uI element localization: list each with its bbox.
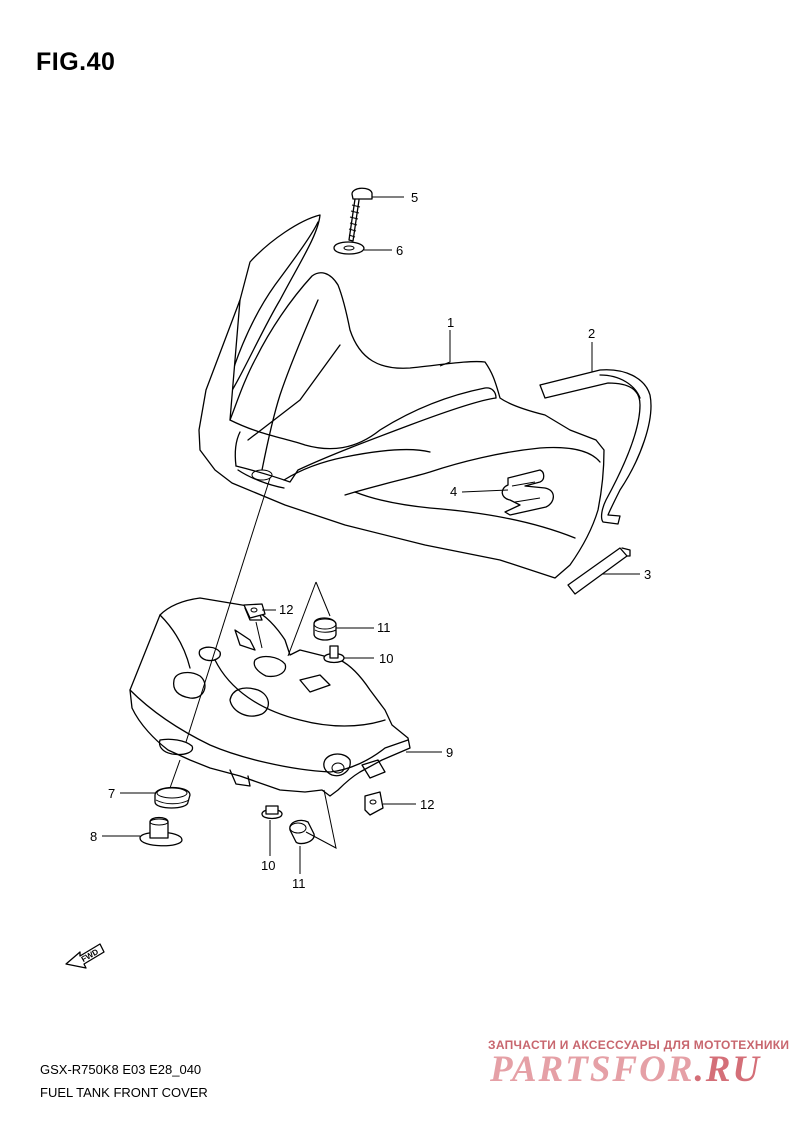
callout-11-lower: 11	[292, 876, 306, 891]
watermark-logo: PARTSFOR.RU	[490, 1048, 761, 1091]
grommet-part-7	[154, 786, 191, 809]
emblem-part-4	[501, 469, 555, 516]
callout-6: 6	[396, 243, 404, 258]
callout-9: 9	[446, 745, 454, 760]
leader-lines	[102, 196, 640, 874]
bracket-part-9	[129, 597, 411, 797]
grommet-part-11-upper	[313, 617, 337, 641]
callout-3: 3	[644, 567, 652, 582]
callout-8: 8	[90, 829, 98, 844]
trim-seal-part-2	[539, 369, 652, 525]
collar-part-10-upper	[323, 645, 345, 664]
callout-1: 1	[447, 315, 455, 330]
callout-12-upper: 12	[279, 602, 294, 617]
callout-11-upper: 11	[377, 620, 391, 635]
callout-10-upper: 10	[379, 651, 394, 666]
callout-12-lower: 12	[420, 797, 435, 812]
screw-part-5	[348, 187, 373, 242]
callout-5: 5	[411, 190, 419, 205]
model-code: GSX-R750K8 E03 E28_040	[40, 1062, 202, 1077]
collar-part-10-lower	[261, 805, 283, 820]
nut-part-12-lower	[364, 791, 384, 816]
fwd-arrow-icon	[65, 943, 105, 969]
section-name: FUEL TANK FRONT COVER	[40, 1085, 208, 1100]
front-cover-part-1	[198, 214, 605, 579]
collar-part-8	[139, 816, 183, 847]
washer-part-6	[333, 241, 365, 255]
nut-part-12-upper	[243, 603, 266, 619]
callout-2: 2	[588, 326, 596, 341]
watermark-tagline: ЗАПЧАСТИ И АКСЕССУАРЫ ДЛЯ МОТОТЕХНИКИ	[488, 1038, 790, 1052]
grommet-part-11-lower	[289, 819, 315, 845]
watermark-brand: PARTSFOR	[490, 1049, 695, 1090]
callout-10-lower: 10	[261, 858, 276, 873]
watermark-tld: .RU	[694, 1049, 762, 1090]
callout-7: 7	[108, 786, 116, 801]
figure-title: FIG.40	[36, 48, 116, 76]
callout-4: 4	[450, 484, 458, 499]
trim-strip-part-3	[567, 547, 631, 595]
